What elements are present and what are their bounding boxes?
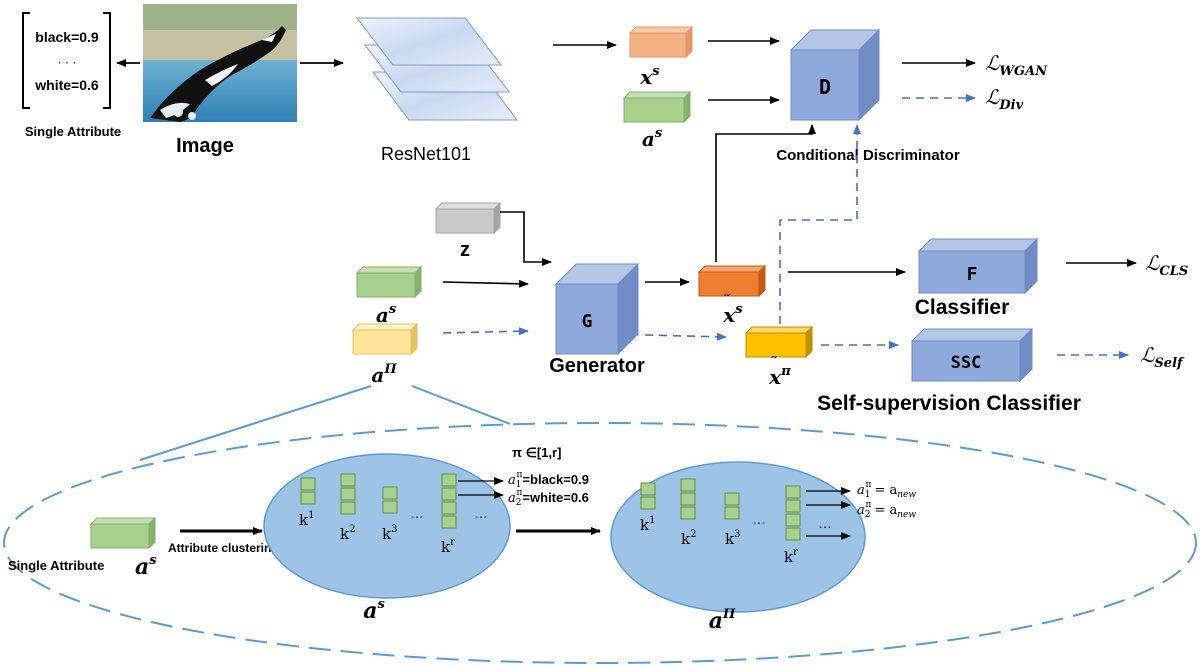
generator-caption: Generator — [549, 355, 645, 377]
zoom-line-right — [411, 385, 511, 425]
orca-image — [143, 4, 297, 122]
attr-black-value: black=0.9 — [35, 29, 99, 45]
right-k2: k2 — [681, 529, 696, 548]
g-label: G — [582, 311, 593, 332]
attr-white-value: white=0.6 — [34, 77, 99, 93]
left-a2-assignment: a2π=white=0.6 — [508, 488, 589, 508]
z-label: z — [460, 239, 470, 261]
xs-generated-label: xs — [722, 302, 743, 327]
attribute-clustering-label: Attribute clustering — [168, 541, 279, 555]
as-left-vector — [355, 265, 423, 299]
conditional-discriminator-caption: Conditional Discriminator — [776, 147, 960, 164]
attribute-bracket: black=0.9 · · · white=0.6 — [22, 12, 111, 109]
g-to-xpi-gen-arrow — [644, 332, 727, 341]
classifier-caption: Classifier — [915, 296, 1010, 319]
image-label: Image — [176, 135, 234, 157]
zoom-line-left — [139, 385, 372, 461]
classifier-block — [917, 237, 1039, 295]
right-ellipsis-2: … — [818, 515, 832, 531]
left-k2: k2 — [340, 524, 355, 543]
as-cluster-cubes — [300, 473, 457, 529]
f-label: F — [967, 264, 978, 285]
left-ellipsis-2: … — [474, 505, 488, 521]
right-k3: k3 — [725, 529, 740, 548]
single-attribute-caption: Single Attribute — [25, 124, 121, 139]
ssc-block — [910, 327, 1034, 383]
xs-tilde: ˜ — [723, 291, 731, 310]
api-left-label: aΠ — [371, 362, 397, 387]
api-cluster-cubes — [640, 478, 801, 541]
xs-generated-vector — [697, 264, 767, 298]
detail-single-attribute-vector — [89, 516, 157, 550]
resnet-feature-planes — [355, 17, 518, 121]
right-ellipsis-1: … — [752, 511, 766, 527]
api-cluster-caption: aΠ — [709, 607, 736, 634]
as-to-g-arrow — [442, 279, 529, 288]
ssc-label: SSC — [951, 353, 982, 373]
z-noise-vector — [434, 201, 502, 235]
api-to-g-arrow — [442, 327, 529, 336]
generator-block — [554, 262, 640, 356]
d-label: D — [819, 75, 831, 99]
resnet-label: ResNet101 — [381, 144, 471, 164]
left-k1: k1 — [299, 510, 314, 529]
left-ellipsis-1: … — [410, 505, 424, 521]
xs-vector — [628, 25, 694, 59]
as-top-label: as — [642, 126, 663, 151]
as-top-vector — [622, 90, 692, 124]
as-left-label: as — [376, 302, 397, 327]
xs-label: xs — [639, 64, 660, 89]
api-left-vector — [351, 322, 419, 356]
xs-gen-to-d-arrow — [715, 124, 816, 262]
detail-single-attribute-label: Single Attribute — [8, 558, 104, 573]
right-a1-assignment: a1π= anew — [857, 480, 916, 500]
right-kr: kr — [784, 547, 798, 566]
loss-self: ℒSelf — [1140, 343, 1185, 371]
loss-div: ℒDiv — [985, 85, 1024, 113]
left-k3: k3 — [382, 524, 397, 543]
pi-range-label: π ∈[1,r] — [512, 445, 561, 460]
right-k1: k1 — [640, 515, 655, 534]
left-kr: kr — [441, 537, 455, 556]
ssc-caption: Self-supervision Classifier — [817, 392, 1081, 415]
xpi-generated-vector — [744, 325, 814, 359]
loss-cls: ℒCLS — [1145, 251, 1188, 279]
api-cluster-ellipse — [610, 461, 866, 613]
xpi-tilde: ˜ — [770, 353, 778, 372]
xpi-gen-to-d-arrow — [779, 124, 861, 324]
detail-single-attribute-as: as — [135, 553, 157, 580]
z-to-g-arrow — [500, 211, 552, 266]
zoom-ellipse — [3, 422, 1197, 664]
as-cluster-caption: as — [363, 597, 385, 624]
loss-wgan: ℒWGAN — [985, 51, 1048, 79]
right-a2-assignment: a2π= anew — [857, 500, 916, 520]
discriminator-block — [789, 28, 881, 122]
left-a1-assignment: a1π=black=0.9 — [508, 470, 589, 490]
attr-dots: · · · — [58, 55, 77, 69]
xpi-generated-label: xπ — [768, 364, 791, 389]
